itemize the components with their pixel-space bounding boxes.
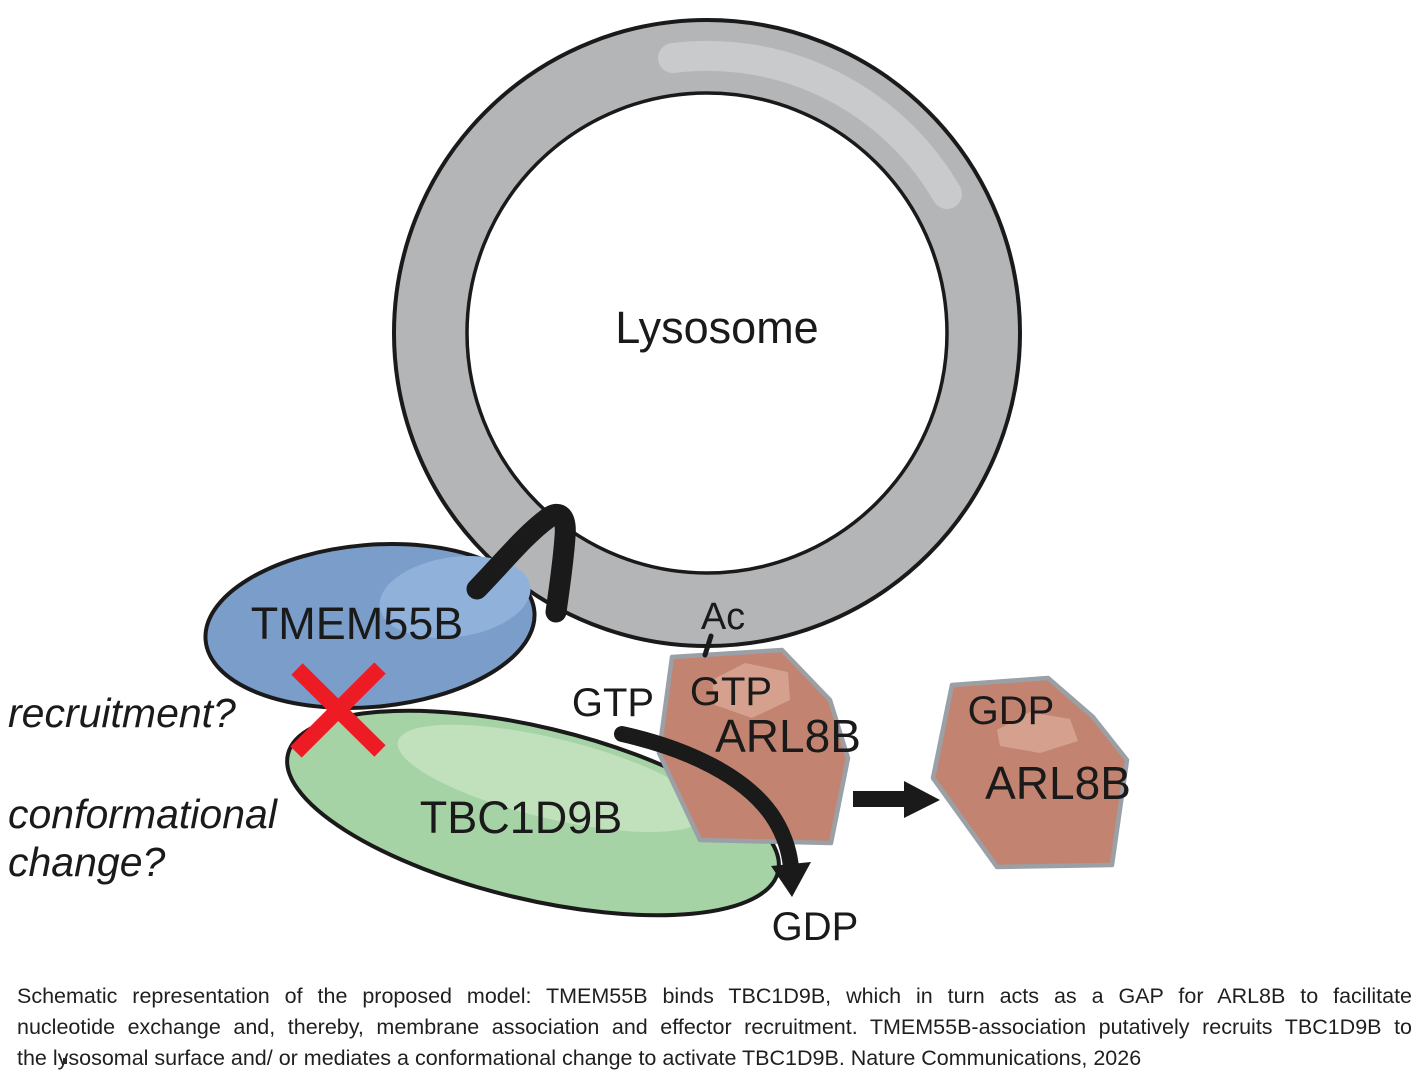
arl8b-gtp-hexagon bbox=[656, 647, 851, 846]
hex-gtp-protein-label: ARL8B bbox=[715, 710, 861, 762]
acetylation-label: Ac bbox=[701, 596, 745, 638]
conformational-annotation-line1: conformational bbox=[8, 791, 279, 837]
membrane-highlight-arc bbox=[658, 40, 962, 209]
arl8b-gdp-hexagon bbox=[930, 675, 1130, 870]
tbc1d9b-shape bbox=[285, 708, 781, 918]
lysosome-label: Lysosome bbox=[615, 302, 818, 353]
conformational-annotation-line2: change? bbox=[8, 839, 166, 885]
tbc1d9b-highlight-ellipse bbox=[397, 724, 706, 832]
interaction-x-mark bbox=[290, 662, 386, 758]
hex-gtp-nucleotide-label: GTP bbox=[690, 670, 772, 714]
state-transition-arrowhead bbox=[904, 781, 940, 818]
arl8b-gdp-hexagon-highlight bbox=[997, 712, 1078, 753]
tbc1d9b-label: TBC1D9B bbox=[420, 792, 623, 843]
free-gtp-label: GTP bbox=[572, 681, 654, 725]
membrane-anchor-hook bbox=[466, 503, 576, 623]
hex-gdp-nucleotide-label: GDP bbox=[968, 689, 1055, 733]
tmem55b-label: TMEM55B bbox=[251, 598, 464, 649]
acetylation-tick-line bbox=[702, 633, 714, 658]
lysosome-lumen bbox=[465, 91, 949, 575]
gtp-to-gdp-arrowhead bbox=[771, 862, 811, 897]
recruitment-annotation: recruitment? bbox=[8, 690, 236, 736]
caption-line-2: nucleotide exchange and, thereby, membra… bbox=[17, 1015, 1412, 1039]
model-diagram: Lysosome TMEM55B TBC1D9B Ac GTP ARL8B GT… bbox=[8, 18, 1131, 949]
figure-caption: Schematic representation of the proposed… bbox=[17, 981, 1412, 1074]
stray-mark bbox=[63, 1058, 67, 1064]
gtp-to-gdp-curved-arrow bbox=[614, 726, 799, 876]
caption-line-1: Schematic representation of the proposed… bbox=[17, 984, 1412, 1008]
hex-gdp-protein-label: ARL8B bbox=[985, 757, 1131, 809]
arl8b-gtp-hexagon-highlight bbox=[712, 663, 790, 718]
caption-line-3: the lysosomal surface and/ or mediates a… bbox=[17, 1046, 1142, 1070]
free-gdp-label: GDP bbox=[772, 905, 859, 949]
